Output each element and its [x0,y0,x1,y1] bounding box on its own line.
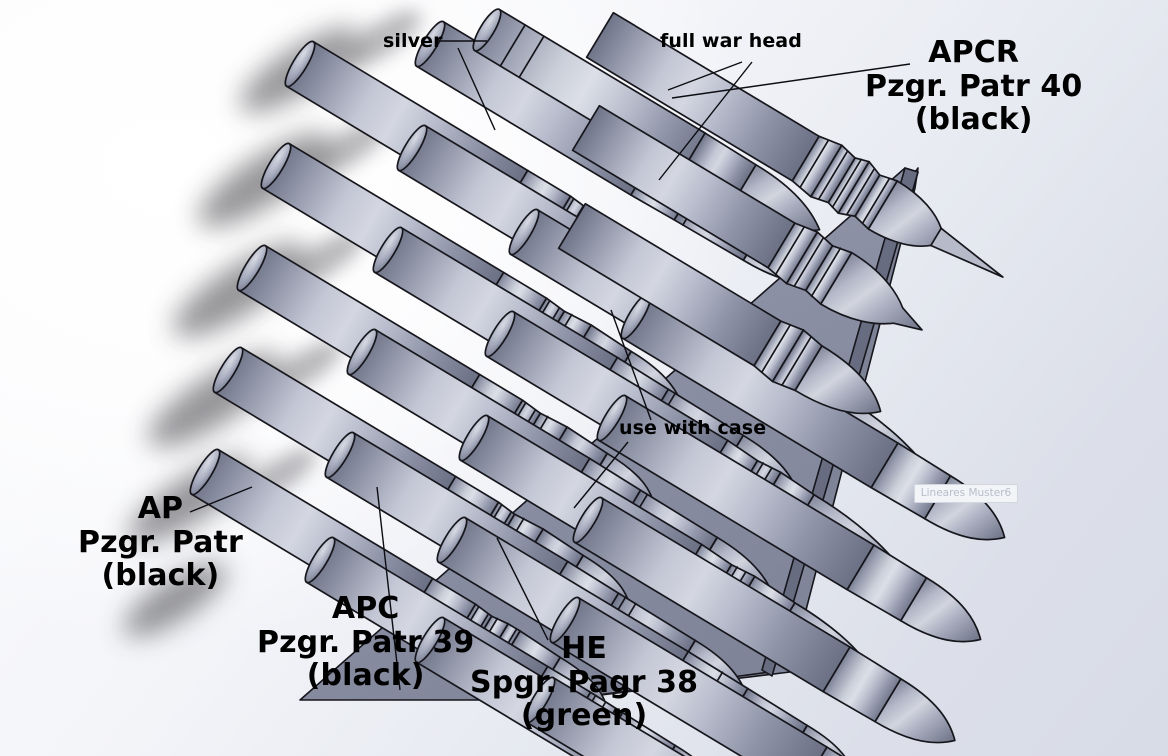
annotation-apcr-line-2: (black) [914,102,1033,138]
annotation-he-line-2: (green) [520,698,648,734]
annotation-he-line-1: Spgr. Pagr 38 [470,664,699,700]
leader-silver-to-band [457,47,496,131]
annotation-apc-line-0: APC [331,591,400,626]
leader-warhead-to-lower [658,61,753,181]
annotation-ap-line-1: Pzgr. Patr [78,524,243,560]
leader-warhead-to-cap [667,61,743,91]
annotation-ap-line-2: (black) [101,558,220,594]
annotation-full-war-head-line-0: full war head [660,30,802,52]
annotation-use-with-case: use with case [619,417,767,439]
leader-lines [189,40,911,691]
ammunition-array [189,8,1006,756]
leader-apcr-to-round [671,63,911,99]
annotation-silver-line-0: silver [383,30,443,52]
leader-ap-to-round [189,486,253,513]
annotation-apc-line-2: (black) [306,658,425,694]
annotation-use-with-case-line-0: use with case [619,417,767,439]
annotation-apcr-line-1: Pzgr. Patr 40 [865,68,1083,104]
leader-usecase-to-case [610,309,652,421]
leader-he-to-round [496,537,549,641]
annotation-silver: silver [383,30,443,52]
apcr-round-3 [557,202,882,415]
annotation-apc-line-1: Pzgr. Patr 39 [257,624,475,660]
annotation-he-line-0: HE [561,631,607,666]
leader-apc-to-round [376,486,401,691]
leader-usecase-to-case2 [573,441,629,509]
apcr-round [585,11,1004,278]
annotation-ap-line-0: AP [137,491,184,526]
annotation-full-war-head: full war head [660,30,802,52]
apcr-round-2 [571,104,923,331]
feature-tooltip[interactable]: Lineares Muster6 [914,484,1018,503]
annotation-apcr-line-0: APCR [928,35,1020,70]
